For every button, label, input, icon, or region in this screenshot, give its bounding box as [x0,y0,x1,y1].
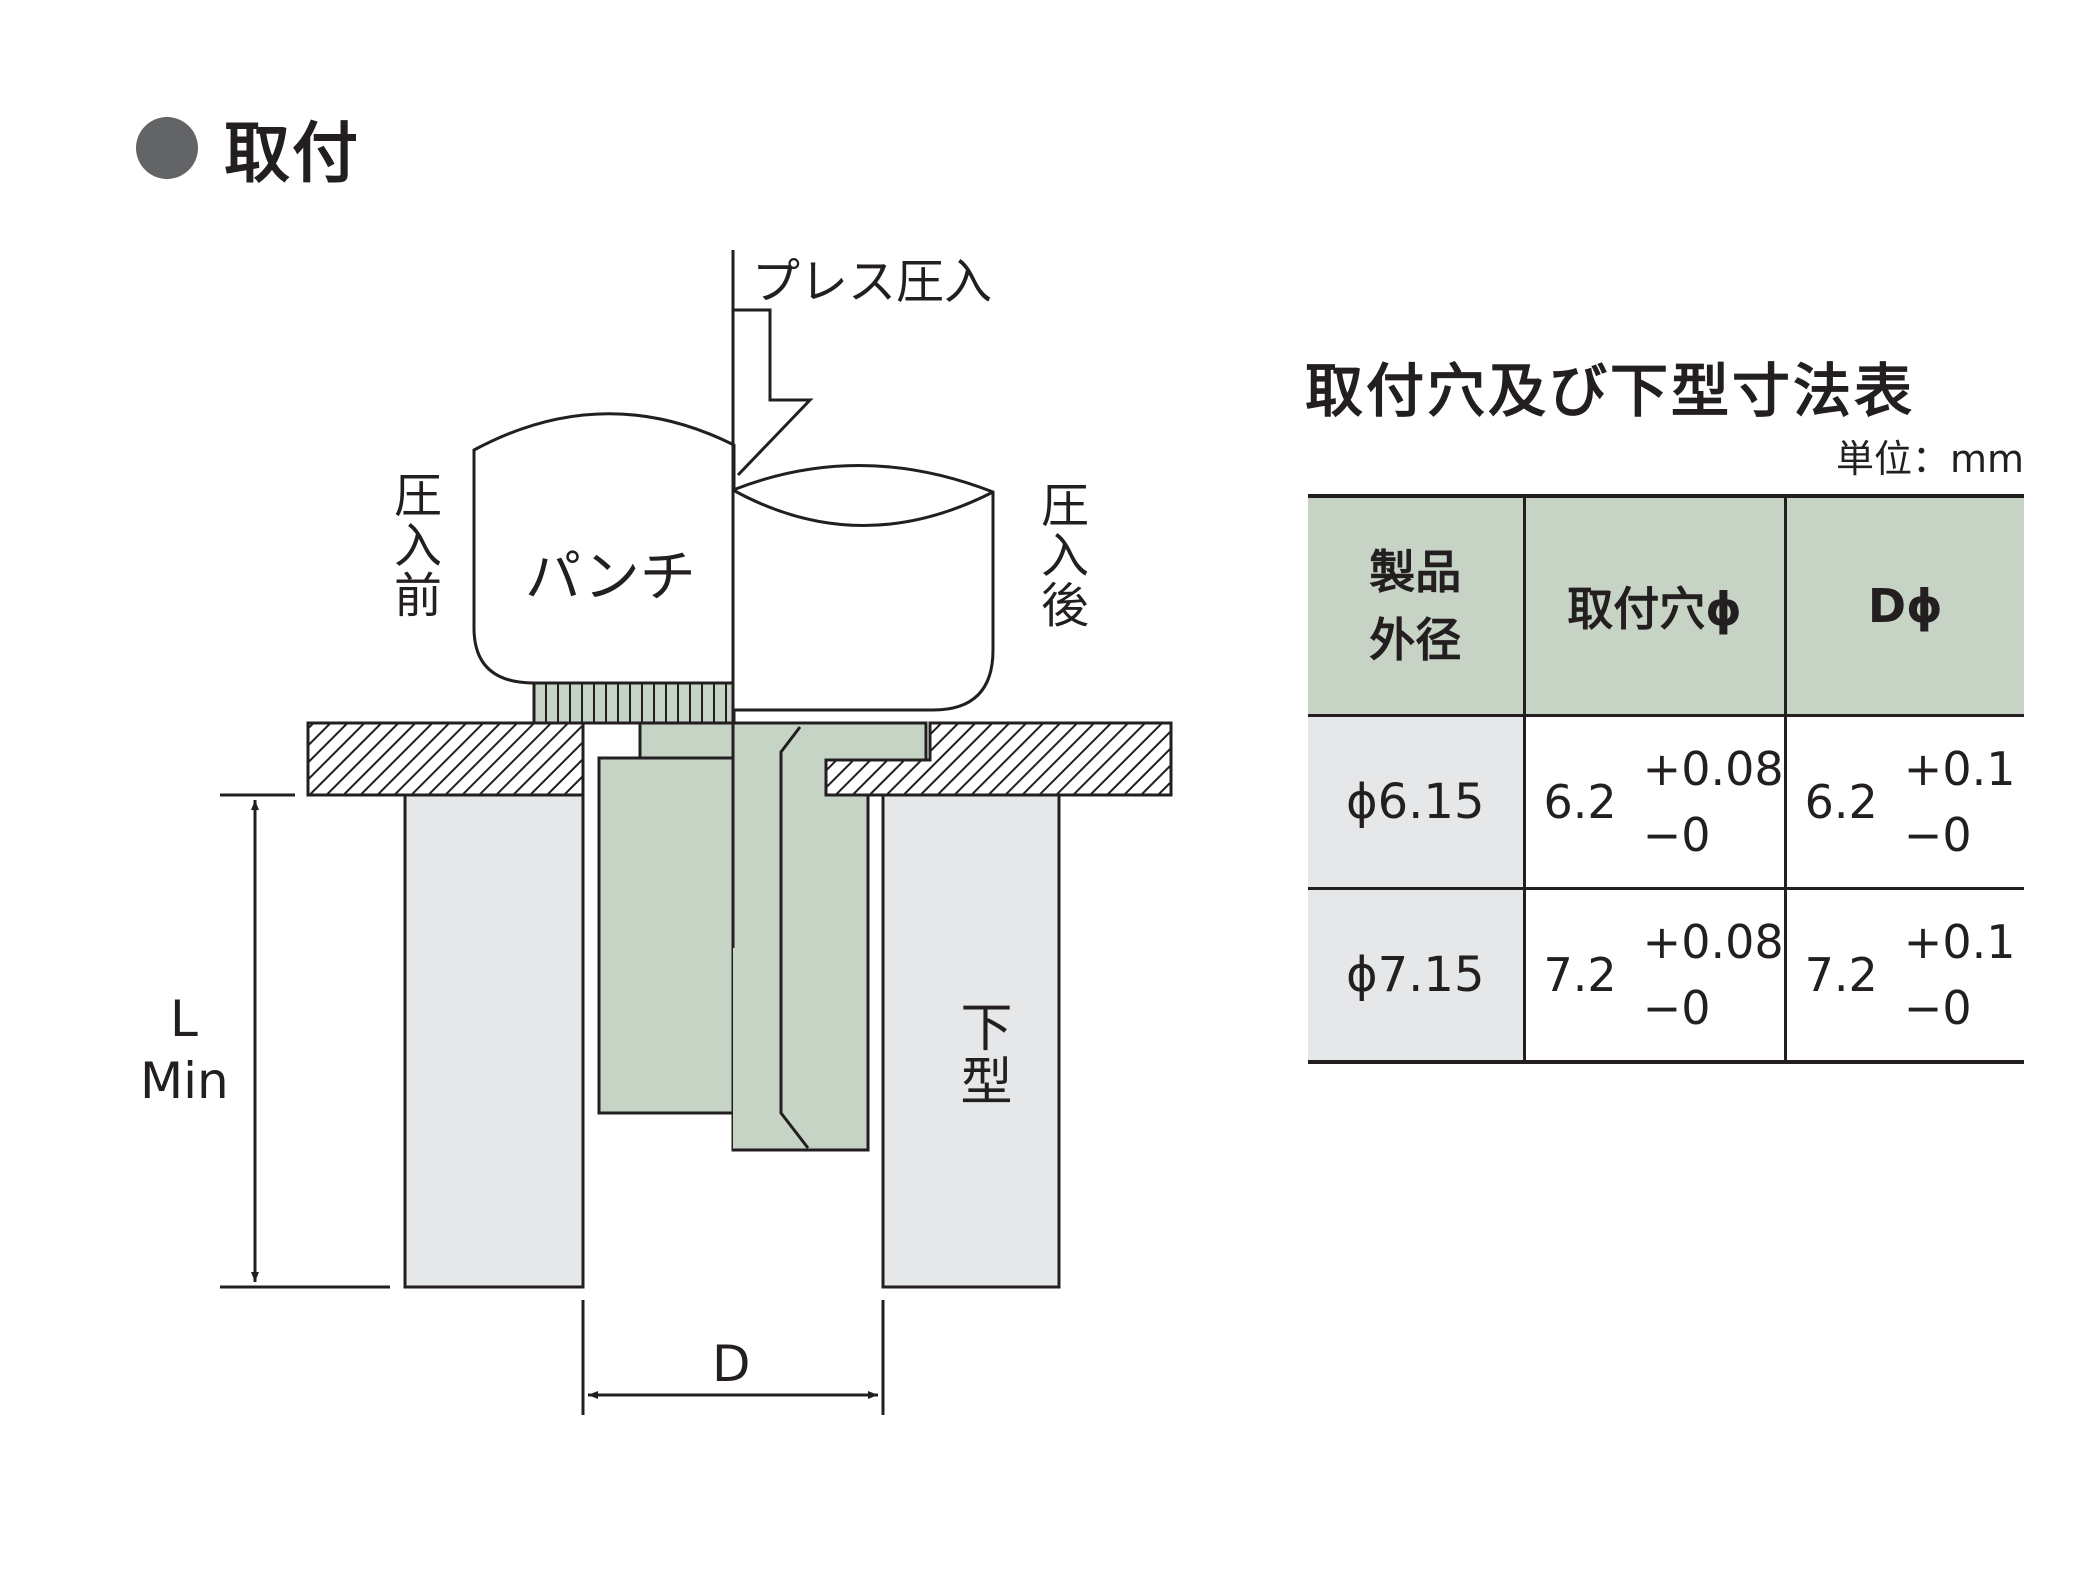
cell-hole: 6.2 +0.08 −0 [1522,715,1786,890]
punch-after [731,464,995,712]
die-block-right [881,793,1061,1289]
bullet-dot [136,117,198,179]
punch-before [472,412,736,685]
header-d-diameter: Dϕ [1783,494,2024,717]
d-nominal: 6.2 [1804,775,1878,829]
hole-nominal: 6.2 [1543,775,1617,829]
cell-size: ϕ7.15 [1308,888,1524,1064]
hole-minus-tol: −0 [1642,808,1711,862]
hole-plus-tol: +0.08 [1642,915,1784,969]
part-neck-before [638,721,735,760]
table-row: ϕ6.15 6.2 +0.08 −0 6.2 +0.1 −0 [1308,715,2024,890]
d-minus-tol: −0 [1903,981,1972,1035]
part-body-before [597,756,735,1115]
d-plus-tol: +0.1 [1903,742,2016,796]
cell-hole: 7.2 +0.08 −0 [1522,888,1786,1064]
punch-after-top-curve [732,488,994,527]
punch-label: パンチ [525,545,696,610]
knurl-band [532,681,736,725]
header-product-diameter: 製品外径 [1308,494,1524,717]
press-label: プレス圧入 [752,254,993,310]
min-label: Min [140,1052,229,1110]
cell-size: ϕ6.15 [1308,715,1524,890]
dimension-table: 製品外径 取付穴ϕ Dϕ ϕ6.15 6.2 +0.08 −0 6.2 [1308,494,2024,1064]
d-minus-tol: −0 [1903,808,1972,862]
l-label: L [170,990,198,1048]
part-after-inner-line [779,726,810,1149]
hole-minus-tol: −0 [1642,981,1711,1035]
before-label: 圧入前 [385,470,441,620]
d-nominal: 7.2 [1804,948,1878,1002]
die-label: 下型 [951,1000,1011,1108]
d-label: D [712,1335,751,1393]
d-plus-tol: +0.1 [1903,915,2016,969]
section-heading: 取付 [136,108,360,192]
knurl-lines [545,683,727,723]
section-title: 取付 [224,115,360,192]
cell-d: 7.2 +0.1 −0 [1783,888,2024,1064]
hole-nominal: 7.2 [1543,948,1617,1002]
header-hole-diameter: 取付穴ϕ [1522,494,1786,717]
table-title: 取付穴及び下型寸法表 [1305,357,1916,425]
sheet-plate-left [306,721,585,797]
die-block-left [403,793,585,1289]
cell-d: 6.2 +0.1 −0 [1783,715,2024,890]
press-arrow [733,308,814,477]
hole-plus-tol: +0.08 [1642,742,1784,796]
after-label: 圧入後 [1032,480,1088,630]
table-row: ϕ7.15 7.2 +0.08 −0 7.2 +0.1 −0 [1308,888,2024,1064]
unit-label: 単位：mm [1835,437,2024,481]
